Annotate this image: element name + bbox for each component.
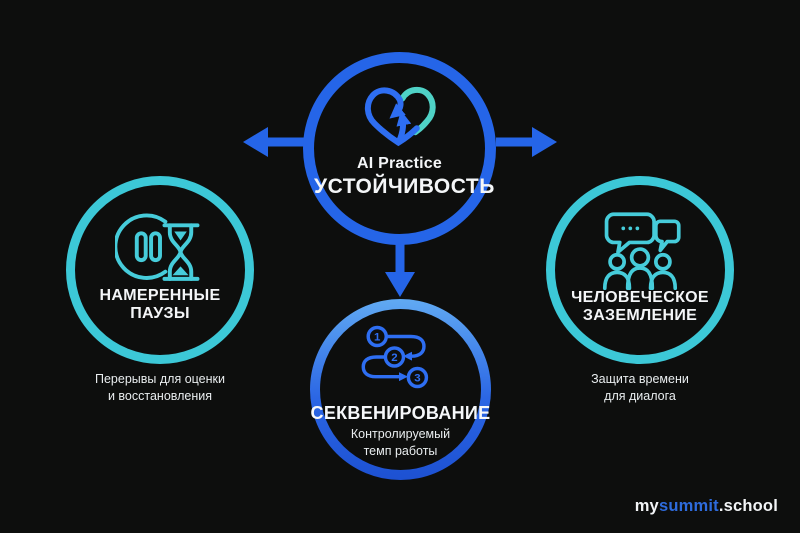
node-pauses-caption: Перерывы для оценки и восстановления [95, 372, 225, 403]
heart-recycle-icon [364, 86, 436, 147]
brand-logo: mysummit.school [635, 497, 778, 516]
node-sequencing-caption: Контролируемый темп работы [350, 427, 451, 458]
arrow-left-icon [243, 127, 304, 157]
node-sequencing-circle: 1 2 3 СЕКВЕНИРОВАНИЕ Контролируемый темп… [310, 299, 491, 480]
step-number-3: 3 [414, 373, 420, 385]
node-pauses-title: НАМЕРЕННЫЕ ПАУЗЫ [99, 287, 221, 323]
node-grounding-title: ЧЕЛОВЕЧЕСКОЕ ЗАЗЕМЛЕНИЕ [571, 289, 709, 325]
logo-part-my: my [634, 497, 659, 515]
center-title: УСТОЙЧИВОСТЬ [314, 175, 495, 198]
pause-hourglass-icon [115, 213, 200, 281]
arrow-down-icon [385, 244, 415, 297]
logo-part-summit: summit [658, 497, 719, 515]
center-label: AI Practice [357, 155, 442, 172]
sequence-steps-icon: 1 2 3 [361, 325, 428, 389]
arrow-right-icon [496, 127, 557, 157]
chat-people-icon [602, 212, 681, 290]
logo-part-school: .school [718, 497, 778, 515]
step-number-2: 2 [391, 352, 397, 364]
node-resilience-circle: AI Practice УСТОЙЧИВОСТЬ [303, 52, 496, 245]
node-grounding-circle: ЧЕЛОВЕЧЕСКОЕ ЗАЗЕМЛЕНИЕ [546, 176, 734, 364]
node-pauses-circle: НАМЕРЕННЫЕ ПАУЗЫ [66, 176, 254, 364]
node-grounding-caption: Защита времени для диалога [591, 372, 689, 403]
step-number-1: 1 [374, 332, 381, 344]
node-sequencing-title: СЕКВЕНИРОВАНИЕ [310, 403, 491, 423]
